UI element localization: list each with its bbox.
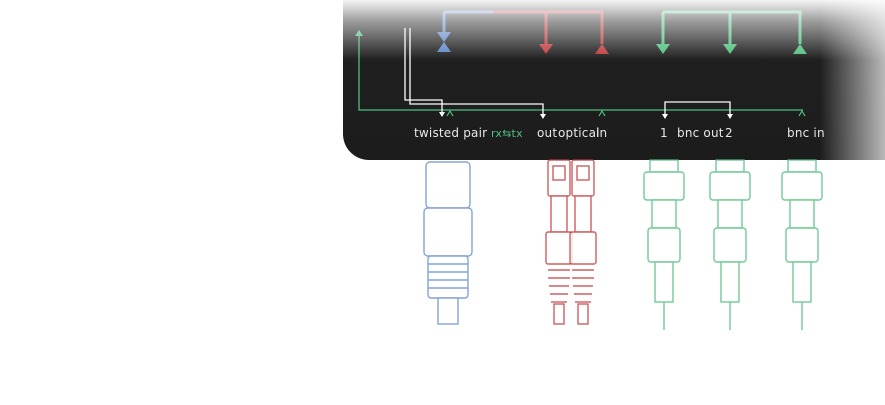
optical-out-connector xyxy=(545,159,573,325)
twisted-pair-connector xyxy=(423,161,473,325)
panel-right-fade xyxy=(820,0,885,160)
bnc-out-1-connector xyxy=(643,159,685,330)
label-bnc-out-2: 2 xyxy=(725,126,733,140)
label-rx-tx: rx⇆tx xyxy=(491,127,523,140)
label-twisted-pair: twisted pair xyxy=(414,126,488,140)
internal-routing xyxy=(355,28,806,119)
label-bnc-out: bnc out xyxy=(677,126,724,140)
panel-top-fade xyxy=(343,0,885,60)
label-out: out xyxy=(537,126,558,140)
label-in: in xyxy=(596,126,608,140)
label-bnc-in: bnc in xyxy=(787,126,825,140)
bnc-out-2-connector xyxy=(709,159,751,330)
label-optical: optical xyxy=(558,126,600,140)
label-bnc-out-1: 1 xyxy=(660,126,668,140)
optical-in-connector xyxy=(569,159,597,325)
bnc-in-connector xyxy=(781,159,823,330)
